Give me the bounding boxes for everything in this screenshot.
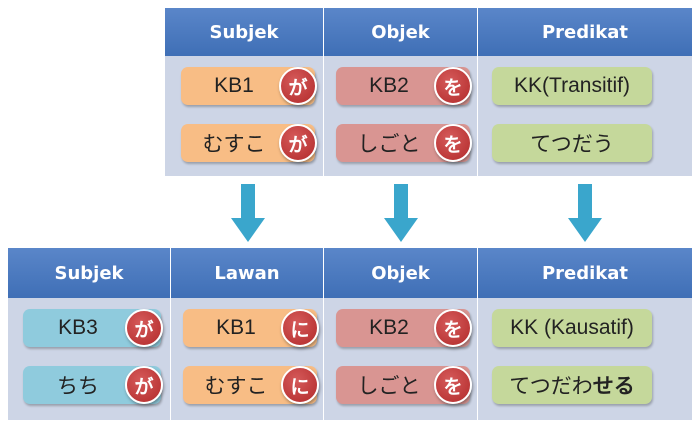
term-text: むすこ [202,133,266,156]
term-text: しごと [357,133,421,156]
down-arrow-icon [384,184,418,242]
body-row: KB3 が ちち が KB1 に むすこ に KB2 を しごと [8,298,692,420]
down-arrow-icon [568,184,602,242]
particle-ga-badge: が [279,67,317,105]
causative-suffix: せる [592,375,635,398]
particle-wo-badge: を [434,309,472,347]
term-text: むすこ [204,375,268,398]
predicate-text: KK(Transitif) [514,74,630,97]
header-row: Subjek Lawan Objek Predikat [8,248,692,298]
predicate-pill: てつだう [492,124,652,162]
term-text: KB2 [369,316,409,339]
term-text: KB2 [369,74,409,97]
cell-lawan: KB1 に むすこ に [171,298,324,420]
body-row: KB1 が むすこ が KB2 を しごと を KK(Transitif) てつ… [165,56,692,176]
down-arrow-icon [231,184,265,242]
header-predikat: Predikat [478,248,692,298]
cell-predikat: KK (Kausatif) てつだわせる [478,298,692,420]
header-row: Subjek Objek Predikat [165,8,692,56]
particle-wo-badge: を [434,366,472,404]
transitive-table: Subjek Objek Predikat KB1 が むすこ が KB2 を … [165,8,692,176]
particle-ga-badge: が [125,366,163,404]
particle-ni-badge: に [281,309,319,347]
particle-ga-badge: が [279,124,317,162]
header-predikat: Predikat [478,8,692,56]
term-text: KB3 [58,316,98,339]
cell-objek: KB2 を しごと を [324,298,478,420]
header-lawan: Lawan [171,248,324,298]
cell-subjek: KB1 が むすこ が [165,56,324,176]
predicate-text: てつだわせる [492,370,652,400]
term-text: KB1 [216,316,256,339]
predicate-text: KK (Kausatif) [510,316,634,339]
predicate-pill: KK(Transitif) [492,67,652,105]
cell-subjek: KB3 が ちち が [8,298,171,420]
causative-table: Subjek Lawan Objek Predikat KB3 が ちち が K… [8,248,692,420]
header-subjek: Subjek [165,8,324,56]
term-text: ちち [57,375,99,398]
predicate-pill: てつだわせる [492,366,652,404]
particle-wo-badge: を [434,124,472,162]
term-text: しごと [357,375,421,398]
predicate-text: てつだう [530,133,614,156]
cell-predikat: KK(Transitif) てつだう [478,56,692,176]
particle-wo-badge: を [434,67,472,105]
term-text: KB1 [214,74,254,97]
particle-ni-badge: に [281,366,319,404]
cell-objek: KB2 を しごと を [324,56,478,176]
predicate-pill: KK (Kausatif) [492,309,652,347]
predicate-stem: てつだわ [509,375,593,398]
particle-ga-badge: が [125,309,163,347]
header-subjek: Subjek [8,248,171,298]
header-objek: Objek [324,248,478,298]
header-objek: Objek [324,8,478,56]
